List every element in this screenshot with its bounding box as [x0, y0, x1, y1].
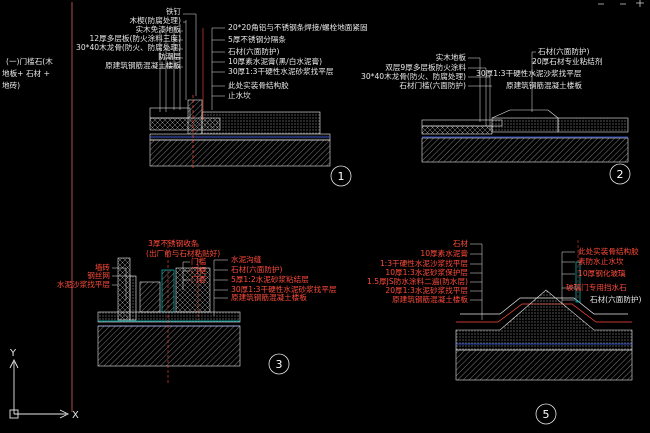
- s1-label-right-1: 20*20角铝与不锈钢条焊接/螺栓地面紧固: [228, 22, 368, 32]
- s5-label-right-1: 此处实装骨结构胶: [578, 246, 639, 256]
- axis-y-label: Y: [9, 348, 17, 359]
- s2-label-right-4: 原建筑钢筋混凝土楼板: [506, 80, 582, 90]
- section-2-number: 2: [617, 168, 624, 181]
- corner-marks: [598, 0, 644, 7]
- section-3-labels-top: 3厚不锈钢收条 (出厂前与石材粘贴好): [146, 238, 220, 258]
- left-note-line-1: (一)门槛石(木: [6, 56, 53, 66]
- section-3-number: 3: [276, 358, 283, 371]
- s2-label-left-1: 实木地板: [436, 52, 467, 62]
- section-3: 3厚不锈钢收条 (出厂前与石材粘贴好) 墙砖 钢丝网 水泥沙浆找平层 门槛 门框…: [57, 238, 337, 385]
- section-5-leaders: [470, 243, 575, 320]
- s1-label-right-6: 此处实装骨结构胶: [228, 80, 289, 90]
- s5-label-right-3: 10厚钢化玻璃: [578, 268, 626, 278]
- section-1-labels-right: 20*20角铝与不锈钢条焊接/螺栓地面紧固 5厚不锈钢分隔条 石材(六面防护) …: [228, 22, 368, 100]
- section-5-labels-left: 石材 10厚素水泥膏 1:3干硬性水泥沙浆找平层 10厚1:3水泥砂浆保护层 1…: [367, 238, 468, 304]
- s3-label-top-2: (出厂前与石材粘贴好): [146, 248, 220, 258]
- s3-label-right-5: 原建筑钢筋混凝土楼板: [231, 292, 307, 302]
- left-note-line-3: 地砖): [2, 80, 20, 90]
- left-note-line-2: 地板+ 石材 +: [2, 68, 50, 78]
- section-2-labels-right: 石材(六面防护) 20厚石材专业粘结剂 30厚1:3干硬性水泥沙浆找平层 原建筑…: [476, 46, 602, 90]
- section-3-drawing: [97, 240, 241, 385]
- s5-label-left-7: 原建筑钢筋混凝土楼板: [392, 294, 468, 304]
- section-2-drawing: [421, 109, 629, 163]
- section-1: 铁钉 木楔(防腐处理) 实木免漆地板 12厚多层板(防火涂料三度) 30*40木…: [76, 6, 368, 187]
- s1-label-right-2: 5厚不锈钢分隔条: [228, 34, 286, 44]
- s2-label-left-2: 双层9厚多层板防火涂料: [385, 62, 466, 72]
- s1-label-left-4: 12厚多层板(防火涂料三度): [89, 33, 181, 43]
- section-3-leaders: [112, 259, 228, 316]
- section-3-labels-left: 墙砖 钢丝网 水泥沙浆找平层: [57, 262, 111, 289]
- section-3-labels-mid: 门槛 门框 门套: [191, 256, 207, 284]
- section-2-labels-left: 实木地板 双层9厚多层板防火涂料 30*40木龙骨(防火、防腐处理) 石材门槛(…: [361, 52, 466, 90]
- s1-label-left-3: 实木免漆地板: [135, 24, 181, 34]
- s2-label-left-3: 30*40木龙骨(防火、防腐处理): [361, 71, 466, 81]
- ucs-axis-icon: [9, 358, 70, 419]
- s3-label-mid-1: 门槛: [191, 256, 207, 266]
- section-2: 实木地板 双层9厚多层板防火涂料 30*40木龙骨(防火、防腐处理) 石材门槛(…: [361, 46, 631, 185]
- s1-label-left-5: 30*40木龙骨(防火、防腐处理): [76, 42, 181, 52]
- s3-label-right-2: 石材(六面防护): [231, 264, 283, 274]
- section-1-number: 1: [338, 170, 345, 183]
- s1-label-right-3: 石材(六面防护): [228, 46, 280, 56]
- axis-x-label: X: [72, 410, 79, 421]
- s5-label-right-4: 玻璃门专用挡水石: [566, 282, 627, 292]
- section-5: 石材 10厚素水泥膏 1:3干硬性水泥沙浆找平层 10厚1:3水泥砂浆保护层 1…: [367, 238, 642, 425]
- section-1-drawing: [149, 14, 331, 168]
- s3-label-mid-2: 门框: [191, 265, 207, 275]
- s5-label-right-5: 石材(六面防护): [590, 294, 642, 304]
- s1-label-left-6: 防潮层: [158, 51, 181, 61]
- s1-label-left-2: 木楔(防腐处理): [130, 15, 182, 25]
- s1-label-right-4: 10厚素水泥膏(黑/白水泥膏): [228, 56, 322, 66]
- s1-label-right-5: 30厚1:3干硬性水泥砂浆找平层: [228, 66, 334, 76]
- s2-label-right-3: 30厚1:3干硬性水泥沙浆找平层: [476, 68, 582, 78]
- s3-label-top-1: 3厚不锈钢收条: [148, 238, 199, 248]
- section-2-leaders: [468, 51, 536, 130]
- s1-label-left-7: 原建筑钢筋混凝土楼板: [105, 60, 181, 70]
- section-3-labels-right: 水泥沟缝 石材(六面防护) 5厚1:2水泥砂浆粘结层 30厚1:3干硬性水泥砂浆…: [231, 254, 337, 302]
- s5-label-left-3: 1:3干硬性水泥沙浆找平层: [380, 258, 469, 268]
- s1-label-left-1: 铁钉: [166, 6, 182, 16]
- s5-label-left-6: 20厚1:3水泥砂浆找平层: [385, 285, 468, 295]
- s3-label-left-1: 墙砖: [95, 262, 111, 272]
- s2-label-right-2: 20厚石材专业粘结剂: [532, 56, 602, 66]
- s5-label-left-5: 1.5厚JS防水涂料二遍(防水层): [367, 276, 468, 286]
- s3-label-left-2: 钢丝网: [87, 270, 110, 280]
- section-5-number: 5: [543, 408, 550, 421]
- s3-label-left-3: 水泥沙浆找平层: [57, 279, 111, 289]
- section-1-labels-left: 铁钉 木楔(防腐处理) 实木免漆地板 12厚多层板(防火涂料三度) 30*40木…: [76, 6, 181, 70]
- s5-label-left-4: 10厚1:3水泥砂浆保护层: [385, 267, 468, 277]
- section-5-labels-right: 此处实装骨结构胶 素防水止水坎 10厚钢化玻璃 玻璃门专用挡水石 石材(六面防护…: [566, 246, 642, 304]
- section-5-drawing: [455, 240, 633, 381]
- s5-label-left-1: 石材: [453, 238, 469, 248]
- s3-label-right-3: 5厚1:2水泥砂浆粘结层: [231, 274, 309, 284]
- s2-label-left-4: 石材门槛(六面防护): [399, 80, 466, 90]
- s3-label-right-4: 30厚1:3干硬性水泥砂浆找平层: [231, 284, 337, 294]
- s5-label-right-2: 素防水止水坎: [578, 256, 624, 266]
- left-note: (一)门槛石(木 地板+ 石材 + 地砖): [2, 56, 53, 90]
- s5-label-left-2: 10厚素水泥膏: [420, 248, 468, 258]
- section-1-leaders: [160, 13, 225, 110]
- s3-label-right-1: 水泥沟缝: [231, 254, 262, 264]
- s2-label-right-1: 石材(六面防护): [538, 46, 590, 56]
- s3-label-mid-3: 门套: [191, 274, 207, 284]
- s1-label-right-7: 止水坎: [228, 90, 251, 100]
